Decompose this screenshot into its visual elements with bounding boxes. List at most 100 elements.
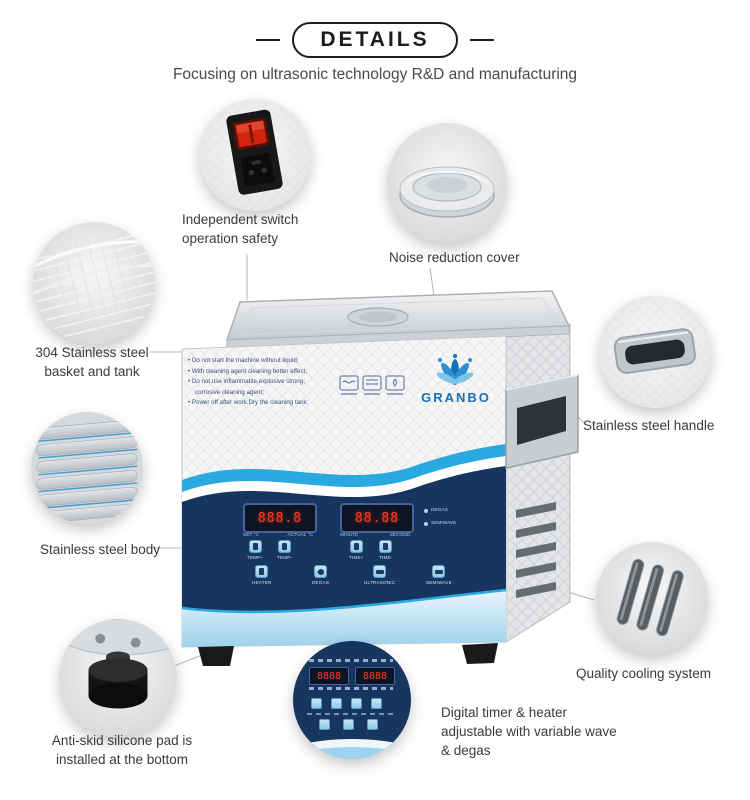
closeup-button-row: [311, 698, 382, 709]
actual-temp-label: ACTUAL °C: [287, 533, 313, 538]
ultrasonic-wave-icon: [373, 565, 387, 578]
body-photo-circle: [31, 412, 143, 524]
power-switch-photo: [199, 99, 311, 211]
tiny-label-row: [309, 659, 393, 662]
closeup-blue-band: [293, 747, 411, 759]
header-subtitle: Focusing on ultrasonic technology R&D an…: [172, 66, 578, 83]
temp-minus-label: TEMP-: [277, 555, 293, 560]
steel-basket-photo: [33, 222, 155, 344]
header: DETAILS: [0, 22, 750, 58]
silicone-pad-photo: [59, 619, 177, 737]
semiwave-label: SEMIWAVE: [426, 580, 452, 585]
cooling-vents-photo: [596, 542, 708, 654]
closeup-button: [367, 719, 378, 730]
cover-photo-circle: [387, 123, 507, 243]
temperature-display-value: 888.8: [257, 510, 303, 526]
callout-label-cooling: Quality cooling system: [576, 666, 712, 681]
ultrasonic-label: ULTRASONIC: [364, 580, 396, 585]
noise-cover-photo: [387, 123, 507, 243]
washing-symbol-icons: [339, 375, 405, 395]
degas-button: DEGAS: [312, 565, 329, 585]
closeup-button: [343, 719, 354, 730]
brand-splash-icon: [436, 354, 474, 385]
brand-logo: GRANBO: [406, 390, 506, 405]
tiny-label-row: [307, 713, 397, 715]
callout-label-pad: Anti-skid silicone pad is installed at t…: [51, 733, 193, 767]
temp-minus-button: TEMP-: [277, 540, 292, 560]
closeup-display-right-value: 8888: [362, 670, 388, 682]
warning-line: • Do not use inflammable,explosive stron…: [188, 378, 306, 386]
steel-body-photo: [31, 412, 143, 524]
closeup-button-row: [319, 719, 378, 730]
time-plus-label: TIME+: [349, 555, 364, 560]
minute-label: MINUTE: [340, 533, 359, 538]
degas-indicator-label: DEGAS: [431, 508, 448, 513]
callout-label-basket: 304 Stainless steel basket and tank: [35, 345, 149, 379]
closeup-display-left-value: 8888: [316, 670, 342, 682]
temperature-display-labels: SET °C ACTUAL °C: [243, 533, 313, 538]
semiwave-button: SEMIWAVE: [426, 565, 452, 585]
closeup-display-right: 8888: [355, 667, 395, 685]
timer-display: 88.88: [340, 503, 414, 533]
header-right-line: [469, 39, 494, 41]
basket-photo-circle: [33, 222, 155, 344]
handle-photo-circle: [599, 296, 711, 408]
heater-icon: [255, 565, 269, 578]
switch-photo-circle: [199, 99, 311, 211]
control-panel-closeup: 8888 8888: [293, 641, 411, 759]
second-label: SECOND: [389, 533, 410, 538]
set-temp-label: SET °C: [243, 533, 259, 538]
indicator-dot: [424, 508, 428, 513]
pad-photo-circle: [59, 619, 177, 737]
brand-name: GRANBO: [421, 390, 491, 405]
machine-foot-left: [198, 646, 234, 666]
time-plus-button: TIME+: [349, 540, 364, 560]
closeup-button: [351, 698, 362, 709]
closeup-button: [331, 698, 342, 709]
semiwave-indicator: SEMIWAVE: [424, 521, 456, 526]
time-minus-label: TIME-: [379, 555, 393, 560]
degas-indicator: DEGAS: [424, 508, 448, 513]
closeup-display-left: 8888: [309, 667, 349, 685]
callout-label-handle: Stainless steel handle: [583, 418, 715, 433]
temp-plus-label: TEMP+: [247, 555, 264, 560]
degas-label: DEGAS: [312, 580, 330, 585]
warning-text-block: • Do not start the machine without liqui…: [188, 356, 340, 409]
thermometer-icon: [278, 540, 292, 553]
callout-label-cover: Noise reduction cover: [389, 250, 520, 265]
machine-foot-right: [462, 643, 498, 664]
closeup-button: [311, 698, 322, 709]
panel-closeup-circle: 8888 8888: [293, 641, 411, 759]
header-left-line: [256, 39, 281, 41]
warning-line: • Power off after work.Dry the cleaning …: [188, 399, 309, 407]
clock-icon: [349, 540, 363, 553]
closeup-button: [371, 698, 382, 709]
steel-handle-photo: [599, 296, 711, 408]
clock-icon: [379, 540, 393, 553]
warning-line: • With cleaning agent cleaning better ef…: [188, 367, 308, 375]
heater-label: HEATER: [252, 580, 272, 585]
callout-label-panel: Digital timer & heater adjustable with v…: [441, 705, 617, 758]
semiwave-icon: [432, 565, 446, 578]
time-minus-button: TIME-: [379, 540, 393, 560]
droplet-icon: [314, 565, 328, 578]
heater-button: HEATER: [252, 565, 272, 585]
temperature-display: 888.8: [243, 503, 317, 533]
machine-side-panel: [505, 323, 571, 643]
side-handle-bracket: [505, 374, 579, 469]
closeup-button: [319, 719, 330, 730]
callout-label-body: Stainless steel body: [39, 542, 161, 557]
semiwave-indicator-label: SEMIWAVE: [431, 521, 457, 526]
temp-plus-button: TEMP+: [247, 540, 263, 560]
timer-display-labels: MINUTE SECOND: [340, 533, 410, 538]
warning-line: corrosive cleaning agent;: [195, 388, 264, 396]
tiny-label-row: [309, 687, 393, 690]
warning-line: • Do not start the machine without liqui…: [188, 357, 299, 364]
machine-lid: [225, 290, 571, 350]
thermometer-icon: [248, 540, 262, 553]
callout-label-switch: Independent switch operation safety: [182, 212, 299, 246]
ultrasonic-button: ULTRASONIC: [364, 565, 395, 585]
cooling-vents: [516, 502, 556, 598]
timer-display-value: 88.88: [354, 510, 400, 526]
